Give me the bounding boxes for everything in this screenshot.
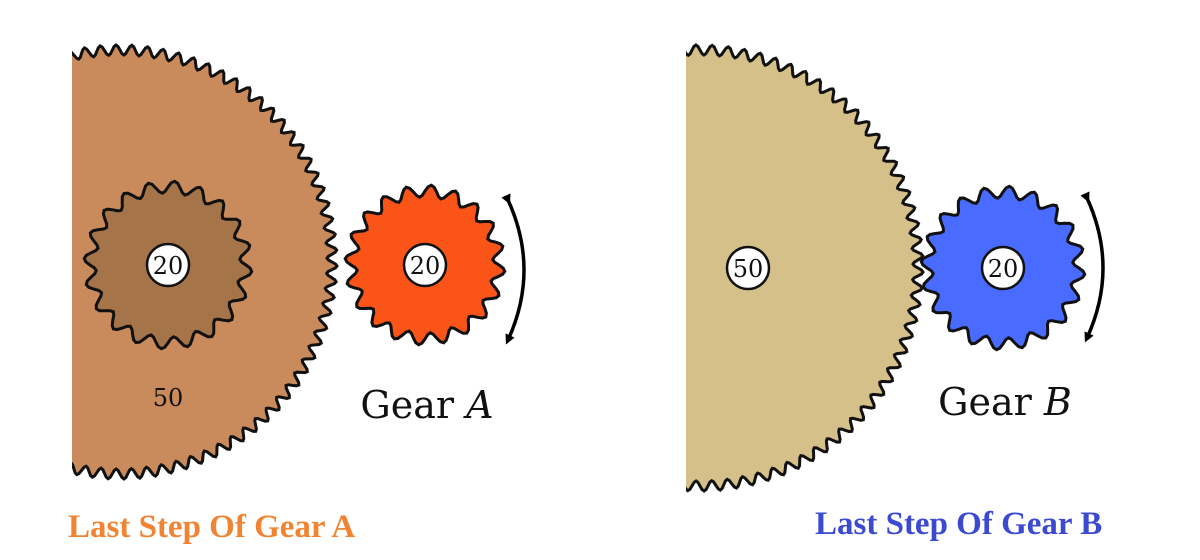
- panel-gear-b: 50 20 Gear B Last Step Of Gear B: [686, 43, 1105, 542]
- gear-b-label: Gear B: [938, 380, 1072, 424]
- rotation-arrow-icon: [501, 193, 526, 345]
- small-gear-teeth-count: 20: [153, 252, 184, 280]
- hub-circle: [145, 242, 191, 288]
- gear-a-label: Gear A: [360, 383, 493, 427]
- large-gear-50: [686, 43, 925, 493]
- caption-gear-b: Last Step Of Gear B: [815, 506, 1102, 542]
- large-gear-teeth-count: 50: [153, 384, 184, 412]
- panel-gear-a: 20 50 20 Gear A Last Step Of Gear A: [68, 43, 526, 545]
- hub-circle: [402, 242, 448, 288]
- gear-a-teeth-count: 20: [410, 252, 441, 280]
- gear-b-teeth-count: 20: [988, 255, 1019, 283]
- large-gear-teeth-count: 50: [733, 255, 764, 283]
- background-gear-sliver: [72, 205, 86, 333]
- caption-gear-a: Last Step Of Gear A: [68, 509, 355, 545]
- hub-circle: [725, 245, 771, 291]
- rotation-arrow-icon: [1080, 191, 1105, 343]
- hub-circle: [980, 245, 1026, 291]
